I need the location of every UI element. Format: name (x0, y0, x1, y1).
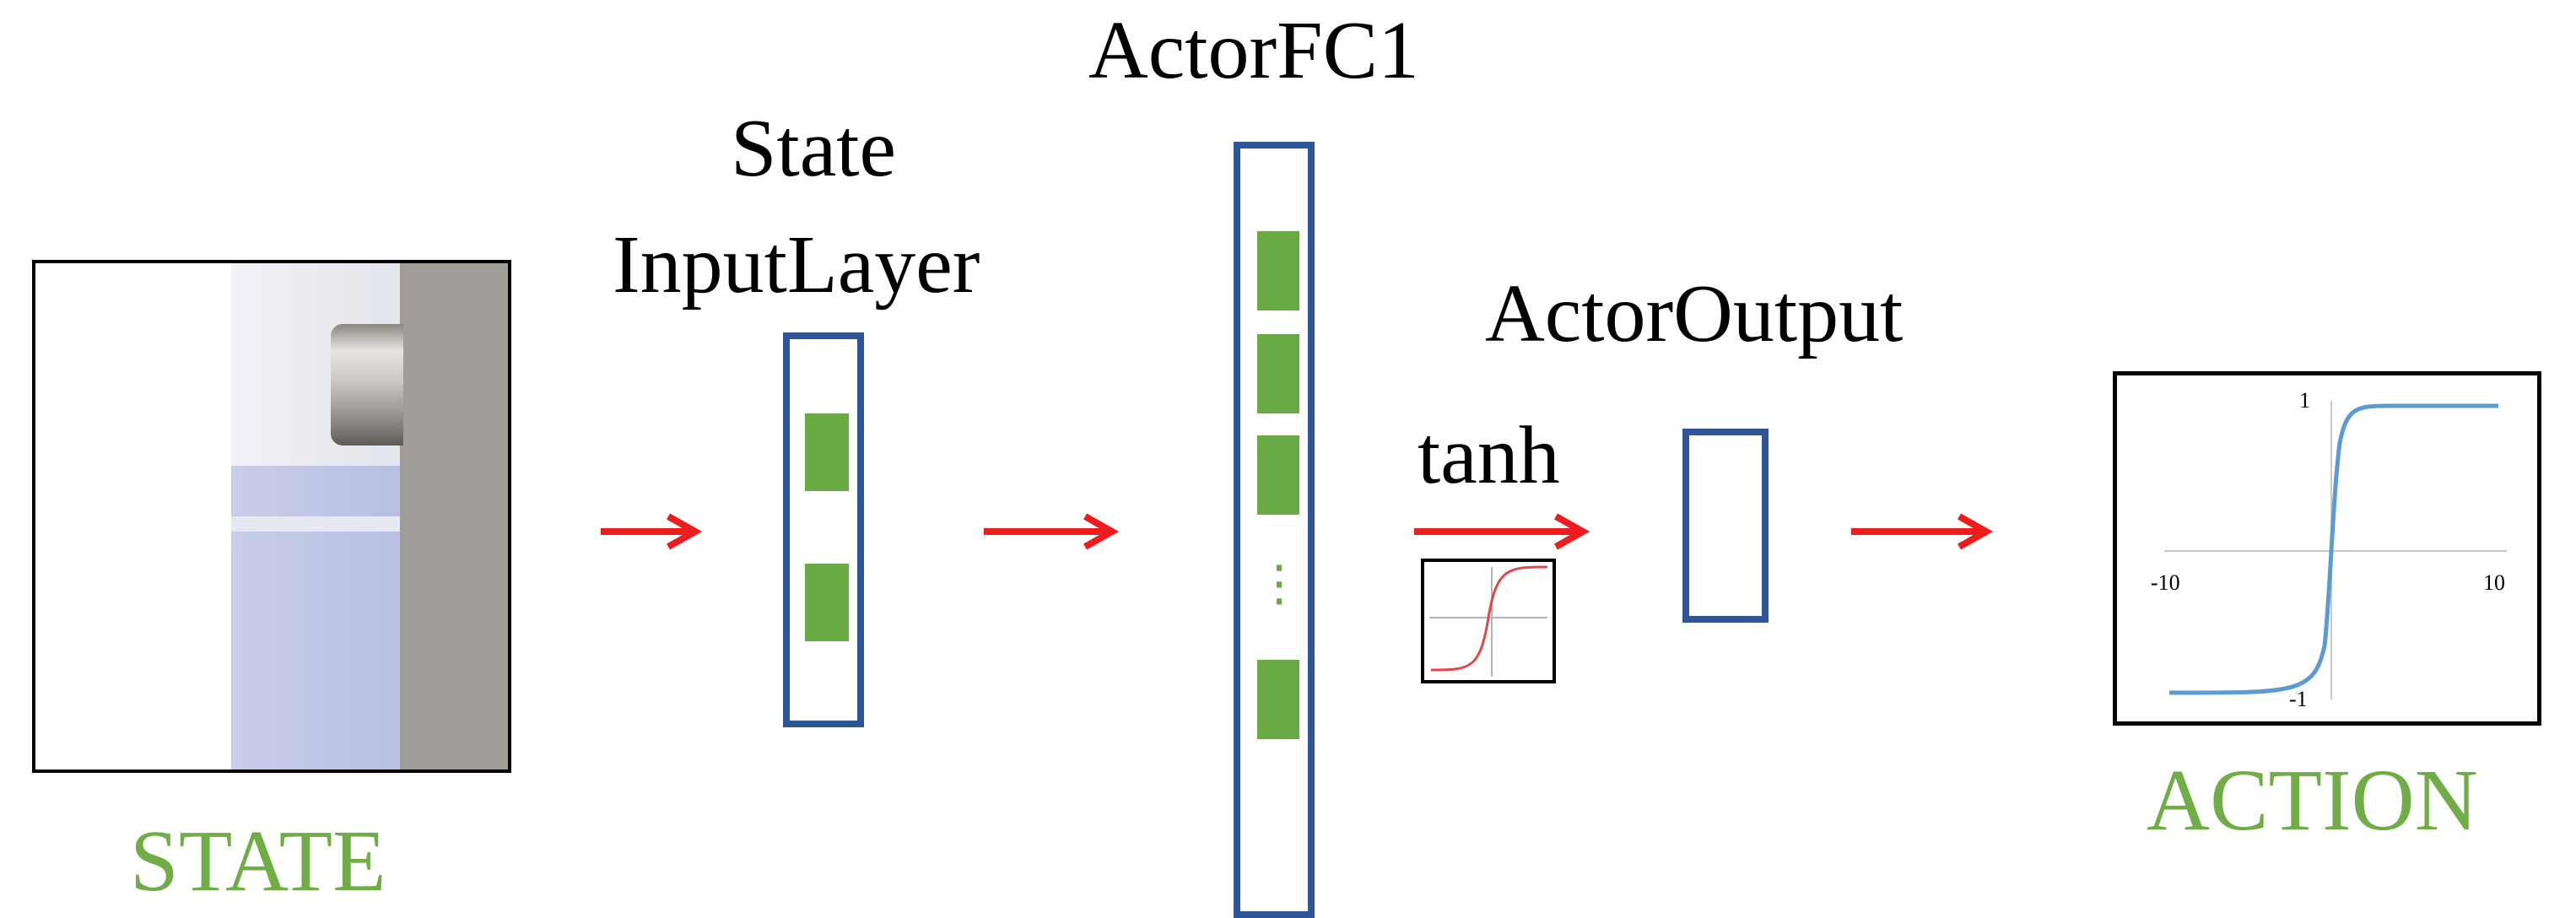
input-layer-box (783, 332, 864, 727)
action-label: ACTION (2147, 752, 2478, 849)
action-y-bottom-label: -1 (2289, 687, 2308, 711)
state-image-column (231, 466, 400, 770)
fc1-ellipsis: ⋮ (1255, 554, 1304, 612)
fc1-neuron (1257, 231, 1299, 310)
tanh-thumbnail (1421, 559, 1556, 683)
state-label: STATE (130, 813, 386, 910)
state-image-band (231, 516, 400, 532)
input-neuron (805, 564, 849, 641)
action-plot: 1 -1 -10 10 (2113, 371, 2541, 726)
actor-fc1-box: ⋮ (1234, 142, 1315, 918)
actor-fc1-title: ActorFC1 (1088, 5, 1419, 96)
fc1-neuron (1257, 660, 1299, 739)
input-neuron (805, 413, 849, 491)
state-image-bar (400, 263, 508, 770)
state-image (32, 260, 511, 773)
arrow-icon (601, 513, 703, 550)
input-layer-subtitle: InputLayer (613, 219, 980, 310)
state-image-cylinder (331, 324, 403, 446)
fc1-neuron (1257, 435, 1299, 515)
arrow-icon (1851, 513, 1994, 550)
actor-output-box (1682, 429, 1769, 623)
input-layer-title: State (731, 103, 896, 194)
fc1-neuron (1257, 334, 1299, 413)
arrow-icon (984, 513, 1120, 550)
arrow-icon (1414, 513, 1590, 550)
action-y-top-label: 1 (2299, 388, 2310, 413)
actor-output-title: ActorOutput (1485, 268, 1904, 359)
tanh-label: tanh (1418, 410, 1560, 501)
action-plot-axes (2164, 401, 2507, 699)
action-x-right-label: 10 (2483, 570, 2505, 595)
action-x-left-label: -10 (2151, 570, 2180, 595)
